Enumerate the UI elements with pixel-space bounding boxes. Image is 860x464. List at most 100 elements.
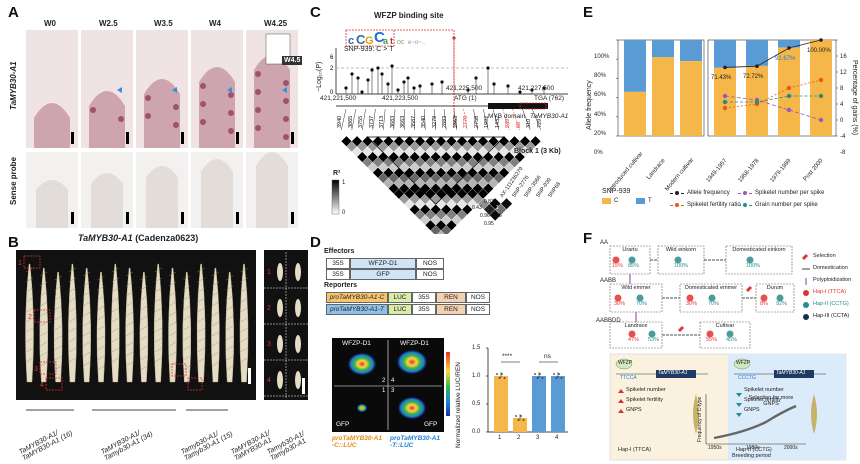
spikelet-line — [226, 285, 234, 291]
spikelet-line — [140, 285, 148, 291]
node-label: Cultivar — [715, 323, 735, 329]
legend-label: Spikelet number per spike — [755, 190, 825, 196]
seq-label: CCCTG — [738, 375, 756, 381]
wheat-icon — [693, 394, 699, 434]
hap-circle — [776, 294, 784, 302]
svg-text:c: c — [348, 35, 354, 47]
percent-label: 91.67% — [775, 55, 796, 62]
snp-id-label: 3663 — [400, 115, 407, 128]
legend-label: Allele frequency — [687, 190, 730, 196]
node-label: Domesticated emmer — [684, 285, 738, 291]
spikelet-line — [97, 285, 105, 291]
spikelet-line — [68, 307, 76, 313]
spikelet-line — [211, 281, 219, 287]
spikelet-line — [126, 301, 134, 307]
up-arrow-icon — [736, 413, 742, 417]
stage-label-w0: W0 — [44, 19, 56, 28]
line-point — [786, 107, 792, 113]
construct-part: NOS — [466, 292, 490, 303]
spikelet-line — [54, 335, 62, 341]
spikelet-primordium — [173, 122, 179, 128]
spikelet-line — [211, 361, 219, 367]
spikelet-line — [83, 321, 91, 327]
wheat-spike — [239, 263, 249, 383]
construct-part: 35S — [412, 304, 436, 315]
wheat-spike — [96, 271, 106, 383]
scale-bar — [181, 132, 184, 144]
snp-connector — [453, 108, 457, 131]
luc-spot-1 — [348, 353, 376, 375]
x-tick-label: 4 — [555, 435, 559, 441]
spikelet-primordium — [255, 71, 261, 77]
spikelet-line — [240, 347, 248, 353]
spikelet-line — [183, 315, 191, 321]
spikelet-primordium — [173, 104, 179, 110]
snp-id-label: 3737 — [368, 115, 375, 128]
spikelet-line — [83, 361, 91, 367]
spikelet-line — [240, 307, 248, 313]
scale-bar — [71, 212, 74, 224]
bar-c-0 — [624, 91, 646, 136]
tf-blob — [615, 358, 633, 370]
spikelet-line — [211, 351, 219, 357]
down-arrow-icon — [618, 389, 624, 393]
mini-ld-value: 1 — [496, 205, 499, 211]
f-legend-label: Polyploidization — [813, 277, 852, 283]
right-tick-label: 4 — [840, 102, 844, 108]
node-label: Durum — [766, 285, 784, 291]
spikelet-line — [240, 327, 248, 333]
node-box-2 — [725, 245, 793, 275]
spikelet-line — [126, 281, 134, 287]
snp-id-label: 1432 — [494, 115, 501, 128]
trait-label: Spikelet number — [744, 387, 784, 393]
motif-logo: c C G C a t oc e~o~.. — [348, 29, 425, 47]
spikelet-line — [40, 341, 48, 347]
haplotype-legend-icon — [803, 302, 809, 308]
sense-meristem-2 — [146, 166, 178, 228]
bar-c-1 — [652, 57, 674, 136]
x-tick-label: 2 — [517, 435, 521, 441]
spikelet-primordium — [255, 89, 261, 95]
gwas-point — [440, 80, 444, 84]
wheat-spike — [182, 271, 192, 383]
tf-label: WFZP — [618, 360, 633, 366]
spikelet-line — [126, 361, 134, 367]
snp-connector — [502, 108, 510, 131]
spikelet-line — [240, 287, 248, 293]
selection-icon — [746, 286, 752, 292]
construct-part: 35S — [326, 269, 350, 280]
snp-id-label: 3540 — [421, 115, 428, 128]
x-tick-label: 3 — [536, 435, 540, 441]
bar-t-1 — [652, 40, 674, 58]
pct-label: 100% — [674, 263, 689, 269]
construct-part: REN — [436, 304, 466, 315]
data-point — [522, 419, 525, 421]
spikelet-line — [140, 325, 148, 331]
gwas-point — [344, 86, 348, 90]
spikelet-line — [154, 297, 162, 303]
snp-connector — [443, 108, 447, 131]
data-point — [553, 373, 555, 375]
spike-mark-box — [33, 309, 51, 323]
legend-marker — [743, 191, 747, 195]
legend-marker — [675, 191, 679, 195]
pct-label: 70% — [708, 301, 720, 307]
stage-label-w3-5: W3.5 — [154, 19, 173, 28]
tf-label: WFZP — [736, 360, 751, 366]
gwas-point — [418, 84, 422, 88]
gwas-point — [506, 84, 510, 88]
spikelet-line — [97, 325, 105, 331]
pos-4: 421,227,500 — [518, 85, 555, 92]
sig-label-2: ns — [544, 353, 551, 360]
legend-swatch — [602, 198, 611, 204]
spikelet-line — [126, 271, 134, 277]
genome-label: AABBDD — [596, 318, 621, 324]
mini-ld-value: 0.43 — [472, 205, 482, 211]
snp-connector — [383, 108, 386, 131]
effectors-title: Effectors — [324, 248, 355, 255]
spikelet-line — [126, 311, 134, 317]
inset-label: W4.5 — [282, 56, 303, 65]
spike-meristem-1 — [89, 91, 125, 148]
spikelet-line — [25, 347, 34, 353]
